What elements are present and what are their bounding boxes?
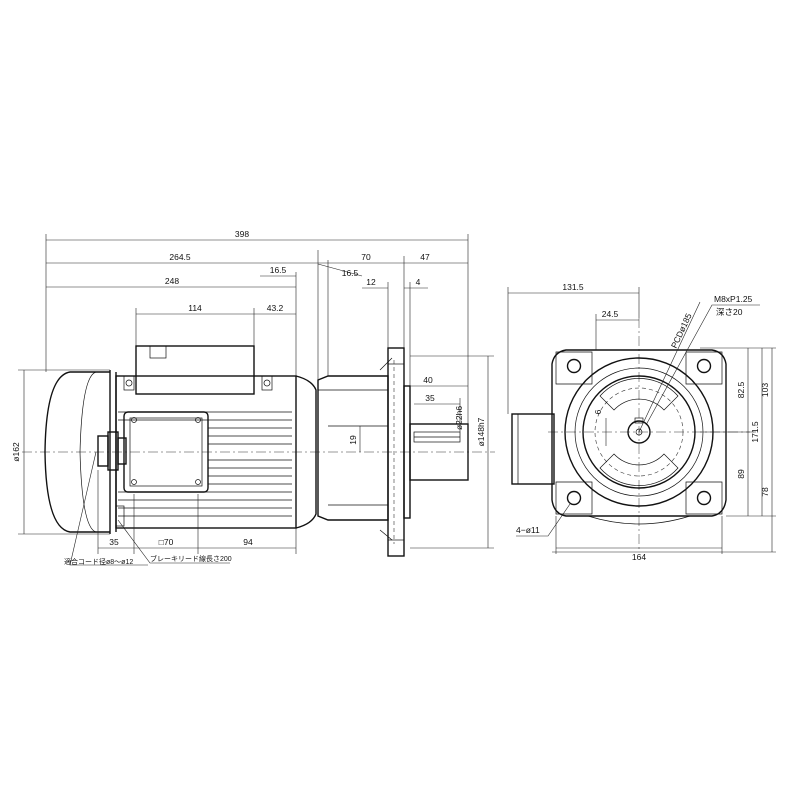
dim-overall-length: 398 [235, 229, 249, 239]
note-cable-diameter: 適合コード径ø8〜ø12 [64, 557, 133, 566]
dim-height-upper: 82.5 [736, 381, 746, 398]
end-view [511, 318, 750, 550]
note-brake-lead: ブレーキリード線長さ200 [150, 554, 232, 563]
dim-spacer-a: 16.5 [270, 265, 287, 275]
end-view-dimensions: 131.5 24.5 PCDø185 M8xP1.25 深さ20 6 82.5 … [507, 282, 776, 562]
dim-base-width: 164 [632, 552, 646, 562]
cooling-fins [118, 411, 292, 517]
bolt-holes [566, 358, 712, 506]
dim-conduit-offset: 35 [109, 537, 119, 547]
dim-base-height: 78 [760, 487, 770, 497]
dim-frame-length: 248 [165, 276, 179, 286]
shaft-end [627, 420, 651, 444]
dim-terminal-box-offset: 43.2 [267, 303, 284, 313]
dim-key-offset: 35 [425, 393, 435, 403]
dim-tap: M8xP1.25 [714, 294, 753, 304]
terminal-box [123, 411, 209, 493]
dim-flange-thickness: 12 [366, 277, 376, 287]
side-view-dimensions: 398 264.5 248 16.5 16.5 70 47 12 4 [11, 229, 494, 566]
dim-width-to-center: 131.5 [562, 282, 584, 292]
dim-height-total: 103 [760, 383, 770, 397]
dim-conduit-to-end: 94 [243, 537, 253, 547]
cable-gland [97, 431, 127, 471]
dim-motor-diameter: ø162 [11, 442, 21, 462]
dim-terminal-box-square: □70 [159, 537, 174, 547]
dim-center-offset: 19 [348, 435, 358, 445]
dim-spacer-b: 16.5 [342, 268, 359, 278]
dim-key-offset-end: 24.5 [602, 309, 619, 319]
dim-key-length: 40 [423, 375, 433, 385]
gearbox-housing [317, 375, 389, 521]
brake-box [135, 345, 255, 395]
dim-shaft-length: 47 [420, 252, 430, 262]
dim-key-width: 6 [593, 409, 603, 414]
dim-motor-length: 264.5 [169, 252, 191, 262]
dim-height-center: 171.5 [750, 421, 760, 443]
motor-frame [115, 375, 297, 529]
dim-shaft-diameter: ø22h6 [454, 406, 464, 430]
note-bolt-holes: 4−ø11 [516, 525, 540, 535]
dim-spigot-depth: 4 [416, 277, 421, 287]
dim-pcd: PCDø185 [669, 311, 694, 349]
side-view [22, 345, 495, 557]
dim-height-lower: 89 [736, 469, 746, 479]
end-view-housing [551, 349, 727, 517]
dim-terminal-box-width: 114 [188, 303, 202, 313]
dim-spigot-diameter: ø148h7 [476, 417, 486, 446]
end-view-terminal-box [511, 413, 555, 485]
fan-cover [44, 371, 110, 533]
bolt-bosses [555, 351, 723, 515]
dim-gearbox-length: 70 [361, 252, 371, 262]
dim-tap-depth: 深さ20 [716, 307, 743, 317]
